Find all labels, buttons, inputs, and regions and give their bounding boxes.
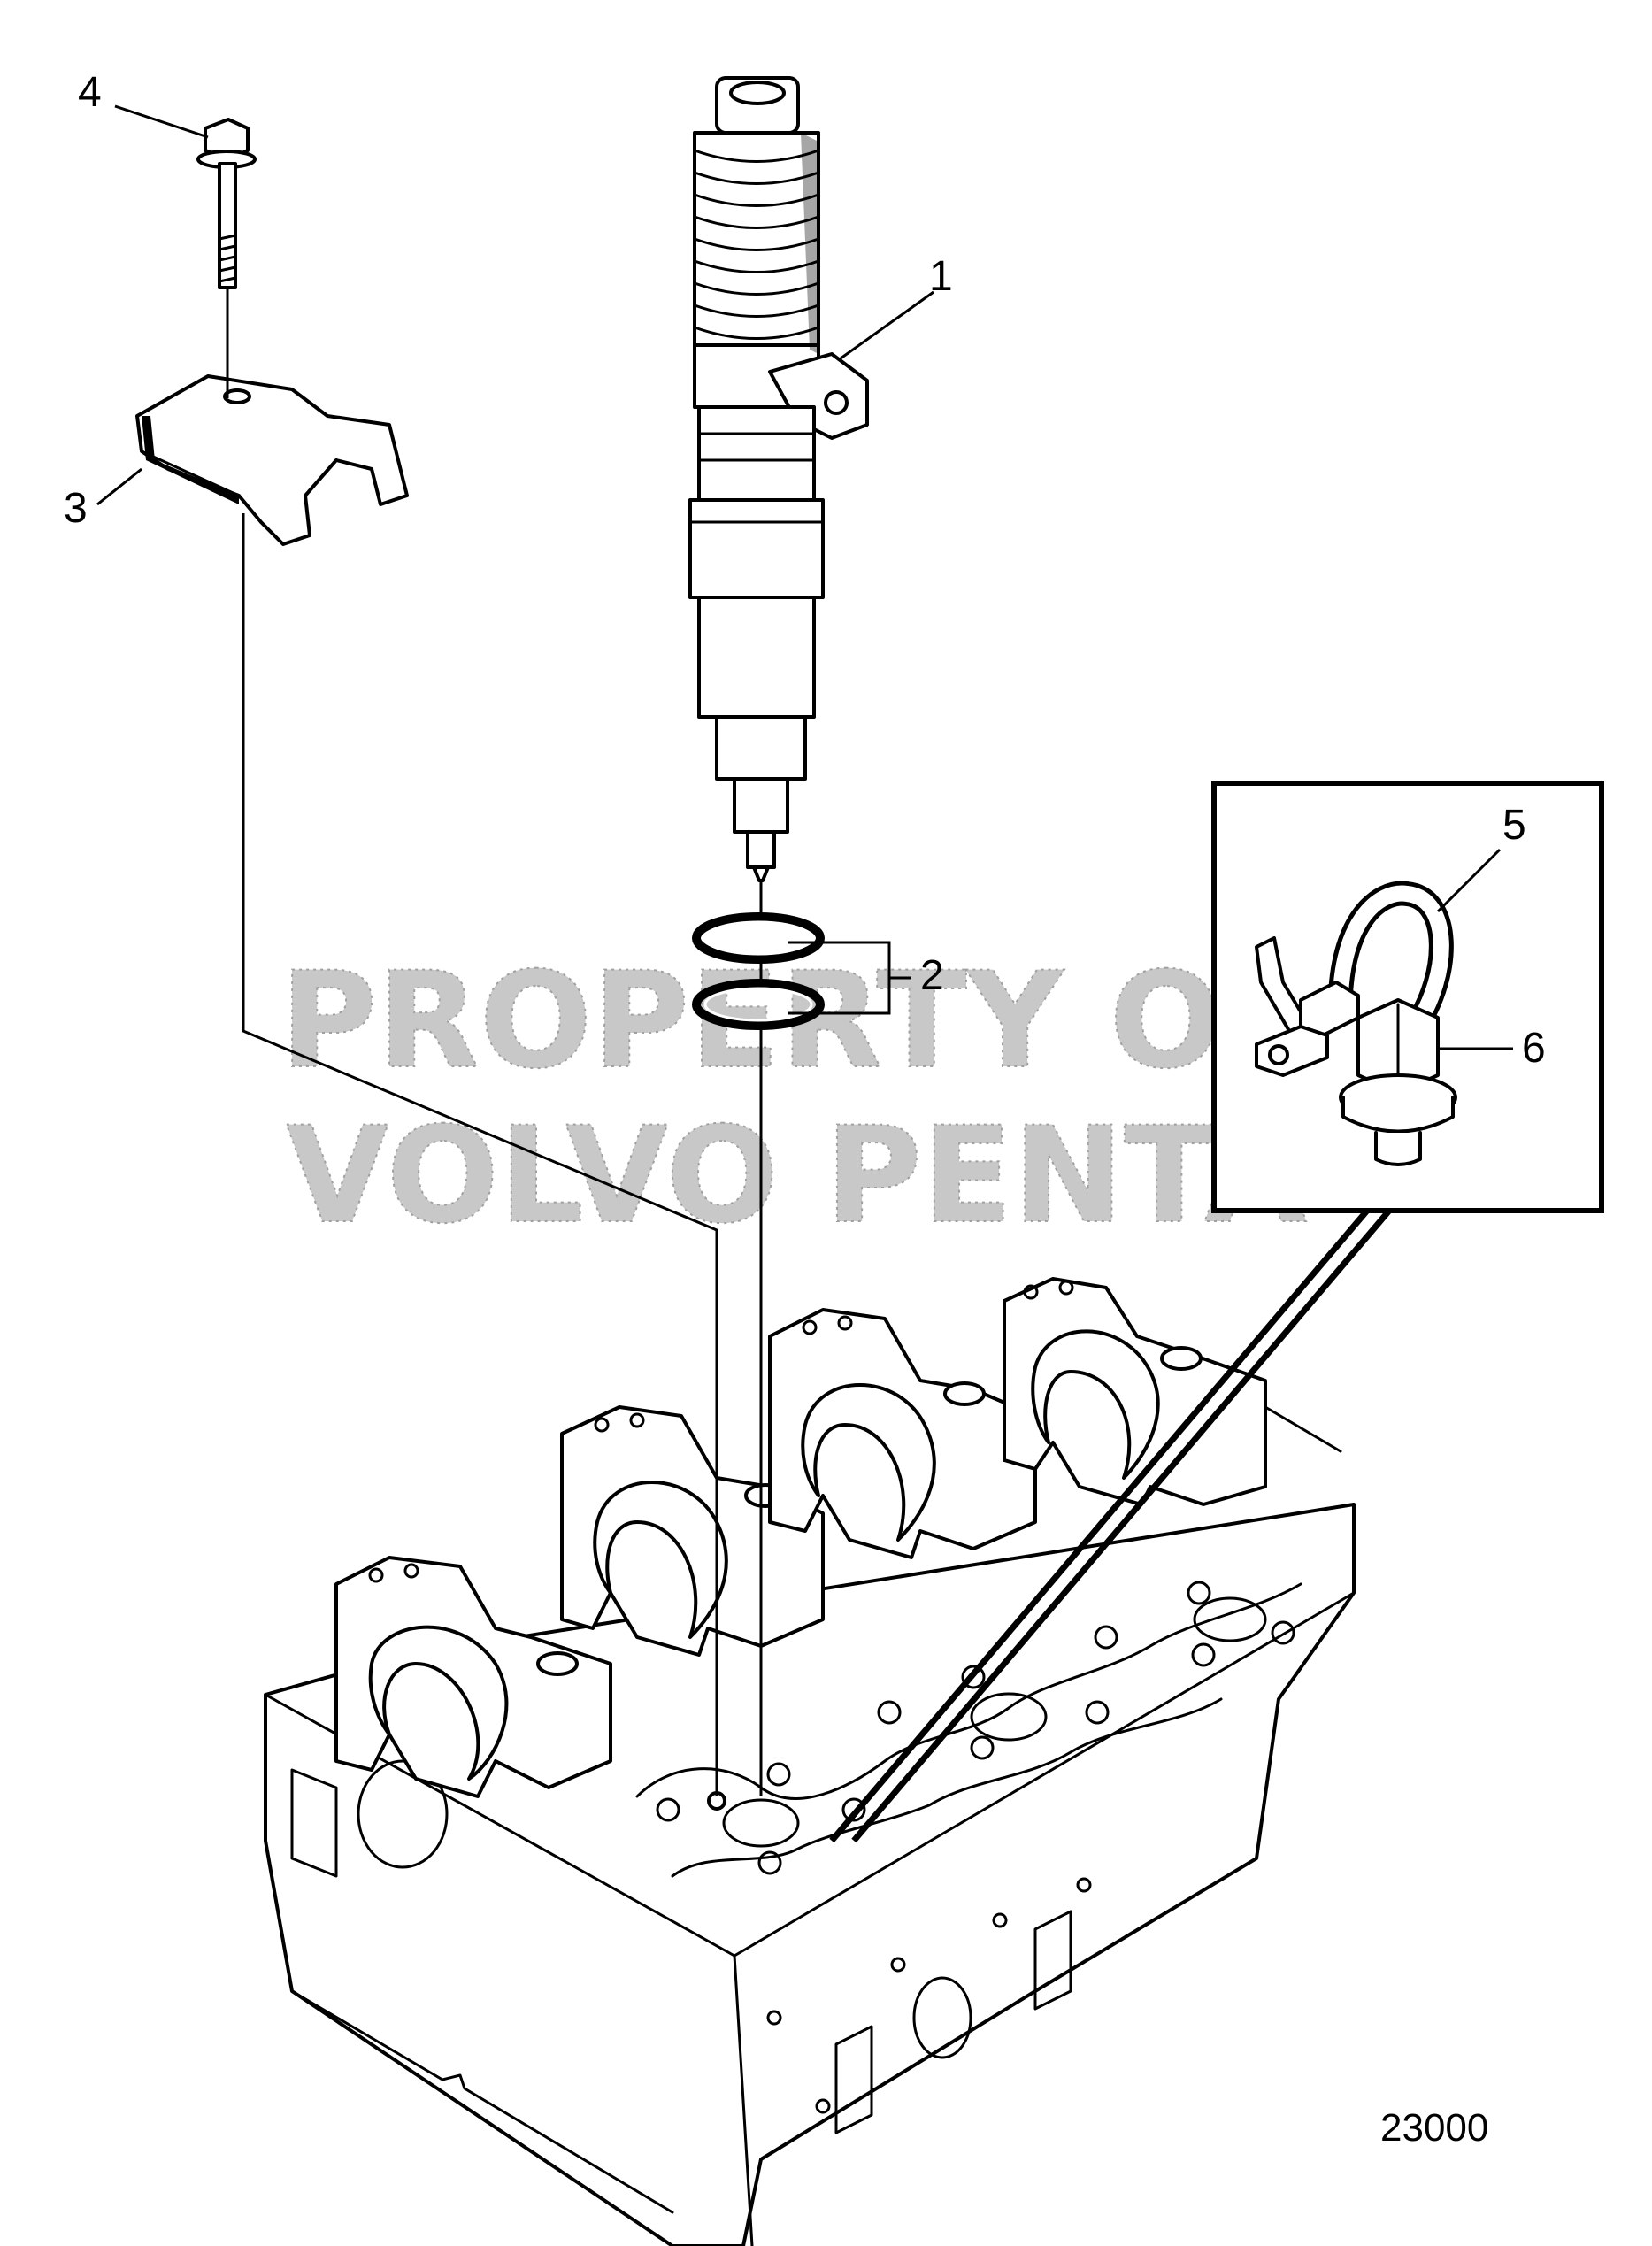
- watermark-line-2: VOLVO PENTA: [286, 1099, 1307, 1253]
- connector-nut: [1339, 998, 1457, 1166]
- callout-4: 4: [78, 69, 102, 116]
- callout-1: 1: [929, 253, 953, 300]
- callout-leaders: [96, 104, 1513, 1050]
- callouts: 1 2 3 4 5 6: [64, 69, 1546, 1072]
- o-rings: [692, 912, 825, 1030]
- flange-bolt: [196, 118, 257, 289]
- assembly-lines: [226, 288, 1392, 1843]
- bearing-cap-4: [1003, 1277, 1342, 1506]
- figure-number: 23000: [1380, 2106, 1489, 2150]
- bearing-cap-3: [768, 1308, 1037, 1559]
- clamp-yoke: [135, 374, 409, 546]
- callout-3: 3: [64, 485, 88, 532]
- callout-6: 6: [1522, 1025, 1546, 1072]
- callout-2: 2: [920, 952, 944, 999]
- callout-5: 5: [1502, 802, 1526, 849]
- bearing-cap-1: [334, 1556, 612, 1798]
- injector: [688, 76, 869, 882]
- cable-tie: [1255, 881, 1454, 1077]
- detail-inset: [1211, 781, 1604, 1213]
